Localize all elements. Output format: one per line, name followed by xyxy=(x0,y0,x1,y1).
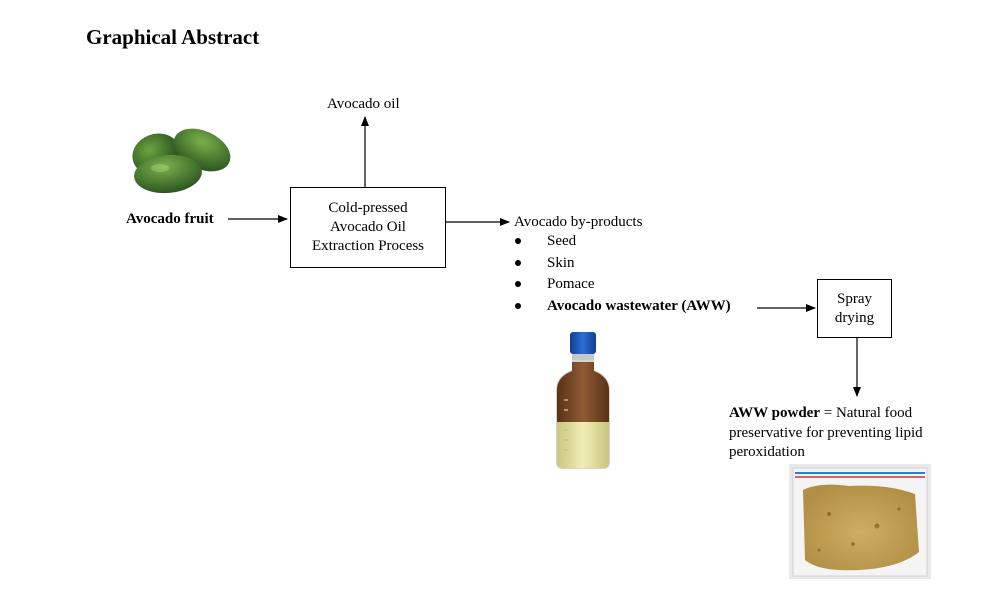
aww-powder-bag-image xyxy=(789,464,931,579)
spray-drying-box: Spray drying xyxy=(817,279,892,338)
byproducts-heading: Avocado by-products xyxy=(514,214,643,230)
spray-line: drying xyxy=(834,309,875,326)
extraction-process-box: Cold-pressed Avocado Oil Extraction Proc… xyxy=(290,187,446,268)
bullet-icon xyxy=(515,281,521,287)
spray-line: Spray xyxy=(837,290,872,307)
process-line: Cold-pressed xyxy=(328,200,408,216)
process-line: Avocado Oil xyxy=(330,219,406,235)
page-title: Graphical Abstract xyxy=(86,25,260,49)
avocado-fruit-label: Avocado fruit xyxy=(126,211,214,227)
avocado-oil-label: Avocado oil xyxy=(327,96,400,112)
aww-powder-definition: = Natural food preservative for preventi… xyxy=(729,405,923,460)
bullet-icon xyxy=(515,259,521,266)
process-line: Extraction Process xyxy=(311,238,425,254)
avocado-fruit-image xyxy=(132,128,231,194)
bullet-icon xyxy=(515,302,521,309)
aww-powder-term: AWW powder xyxy=(729,405,820,421)
bullet-icon xyxy=(515,238,521,244)
aww-powder-description: AWW powder = Natural food preservative f… xyxy=(729,404,979,463)
wastewater-bottle-image xyxy=(556,332,610,469)
